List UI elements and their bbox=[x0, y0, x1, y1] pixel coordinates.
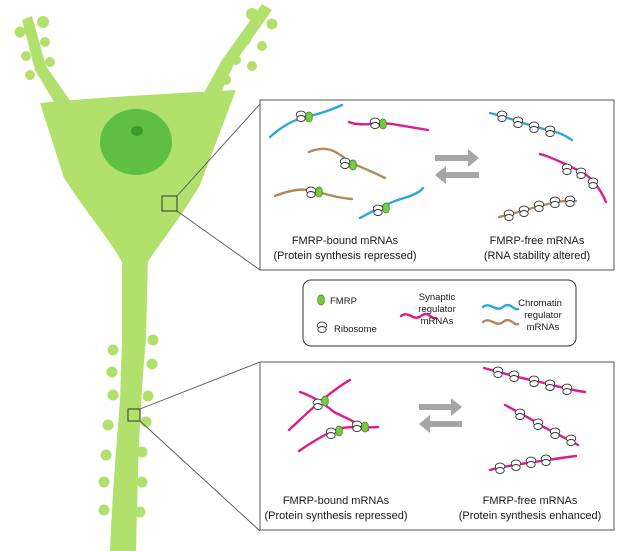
soma-panel: FMRP-bound mRNAs (Protein synthesis repr… bbox=[259, 99, 615, 271]
neuron-body bbox=[22, 4, 272, 551]
dendrite-zoom-marker bbox=[127, 408, 141, 422]
exchange-arrows-icon bbox=[419, 398, 462, 433]
dendrite-right-title: FMRP-free mRNAs bbox=[483, 495, 578, 507]
legend-fmrp: FMRP bbox=[330, 296, 357, 307]
legend-synaptic-3: mRNAs bbox=[421, 316, 454, 327]
legend-synaptic-2: regulator bbox=[418, 304, 456, 315]
soma-right-subtitle: (RNA stability altered) bbox=[484, 250, 590, 262]
soma-zoom-marker bbox=[161, 195, 178, 212]
soma-right-title: FMRP-free mRNAs bbox=[490, 235, 585, 247]
fmrp-icon bbox=[317, 294, 325, 306]
neuron bbox=[14, 4, 278, 551]
legend-chromatin-2: regulator bbox=[524, 310, 562, 321]
dendrite-right-subtitle: (Protein synthesis enhanced) bbox=[459, 510, 601, 522]
dendrite-left-subtitle: (Protein synthesis repressed) bbox=[264, 510, 407, 522]
exchange-arrows-icon bbox=[435, 149, 479, 184]
soma-left-title: FMRP-bound mRNAs bbox=[292, 235, 399, 247]
dendrite-left-title: FMRP-bound mRNAs bbox=[283, 495, 390, 507]
spines bbox=[14, 8, 278, 518]
dendrite-panel: FMRP-bound mRNAs (Protein synthesis repr… bbox=[259, 361, 615, 531]
legend-chromatin-1: Chromatin bbox=[518, 298, 562, 309]
legend-ribosome: Ribosome bbox=[334, 324, 377, 335]
ribosome-icon bbox=[316, 321, 328, 333]
legend: FMRP Ribosome Synaptic regulator mRNAs C… bbox=[302, 279, 577, 347]
legend-synaptic-1: Synaptic bbox=[419, 292, 456, 303]
nucleolus bbox=[131, 126, 143, 136]
legend-chromatin-3: mRNAs bbox=[527, 322, 560, 333]
soma-left-subtitle: (Protein synthesis repressed) bbox=[273, 250, 416, 262]
nucleus bbox=[100, 109, 172, 175]
